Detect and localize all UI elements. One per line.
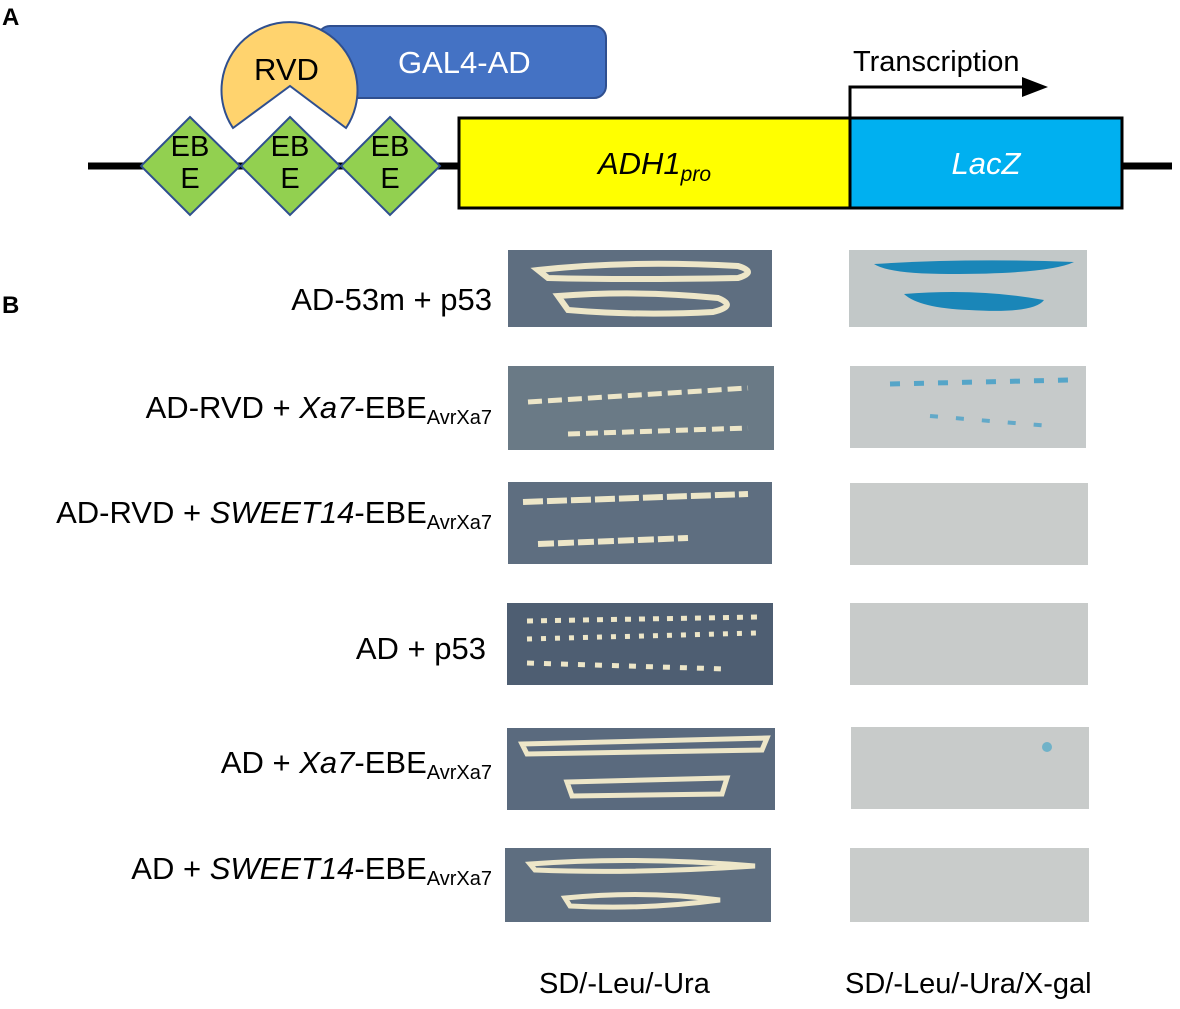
row-2-sub: AvrXa7 [426,407,492,429]
row-label-3: AD-RVD + SWEET14-EBEAvrXa7 [56,495,492,534]
adh1-promoter-main: ADH1 [597,146,681,181]
xgal-plate-4 [850,603,1088,685]
xgal-plate-1 [849,250,1087,327]
row-2-gene: Xa7 [299,390,355,425]
transcription-arrow [848,85,1025,118]
ebe-diamond-2 [239,115,342,217]
row-1-prefix: AD-53m + p53 [291,282,492,317]
sd-plate-2 [508,366,774,450]
row-label-6: AD + SWEET14-EBEAvrXa7 [131,851,492,890]
ebe-label-2-line2: E [280,163,300,195]
sd-plate-1 [508,250,772,327]
row-6-prefix: AD + [131,851,210,886]
row-6-sub: AvrXa7 [426,868,492,890]
row-label-4: AD + p53 [356,631,486,667]
rvd-circle [220,21,359,130]
row-5-prefix: AD + [220,745,300,780]
ebe-label-2: EB E [265,131,315,195]
panel-b-letter: B [2,292,20,319]
construct-diagram [88,21,1172,217]
ebe-label-3: EB E [365,131,415,195]
col-label-xgal: SD/-Leu/-Ura/X-gal [845,968,1092,1000]
sd-plate-6 [505,848,771,922]
xgal-plate-5 [851,727,1089,809]
transcription-arrowhead [1022,77,1048,97]
row-6-gene: SWEET14 [209,851,355,886]
col-label-sd: SD/-Leu/-Ura [539,968,710,1000]
row-3-suffix: -EBE [354,495,427,530]
ebe-label-3-line2: E [380,163,400,195]
row-label-2: AD-RVD + Xa7-EBEAvrXa7 [145,390,492,429]
adh1-promoter-box [457,116,852,210]
row-4-prefix: AD + p53 [355,631,486,666]
panel-a-letter: A [2,4,20,31]
xgal-plate-2 [850,366,1086,448]
row-6-suffix: -EBE [354,851,427,886]
transcription-label: Transcription [853,46,1020,78]
xgal-plate-3 [850,483,1088,565]
row-5-gene: Xa7 [299,745,355,780]
xgal-plate-6 [850,848,1089,922]
ebe-label-1-line1: EB [170,131,210,163]
lacz-label: LacZ [951,146,1021,181]
row-2-prefix: AD-RVD + [145,390,300,425]
sd-plate-4 [507,603,773,685]
ebe-label-2-line1: EB [270,131,310,163]
ebe-label-3-line1: EB [370,131,410,163]
sd-plate-5 [507,728,775,810]
row-5-suffix: -EBE [354,745,427,780]
rvd-label: RVD [254,52,319,87]
row-label-1: AD-53m + p53 [291,282,492,318]
ebe-diamond-1 [139,115,242,217]
row-label-5: AD + Xa7-EBEAvrXa7 [220,745,492,784]
ebe-label-1: EB E [165,131,215,195]
row-5-sub: AvrXa7 [426,762,492,784]
row-2-suffix: -EBE [354,390,427,425]
row-3-sub: AvrXa7 [426,512,492,534]
row-3-gene: SWEET14 [209,495,355,530]
lacz-box [848,116,1124,210]
ebe-label-1-line2: E [180,163,200,195]
adh1-promoter-label: ADH1pro [459,146,850,187]
gal4-ad-label: GAL4-AD [398,45,531,80]
sd-plate-3 [508,482,772,564]
row-3-prefix: AD-RVD + [56,495,210,530]
ebe-diamond-3 [339,115,442,217]
adh1-promoter-sub: pro [680,163,712,186]
